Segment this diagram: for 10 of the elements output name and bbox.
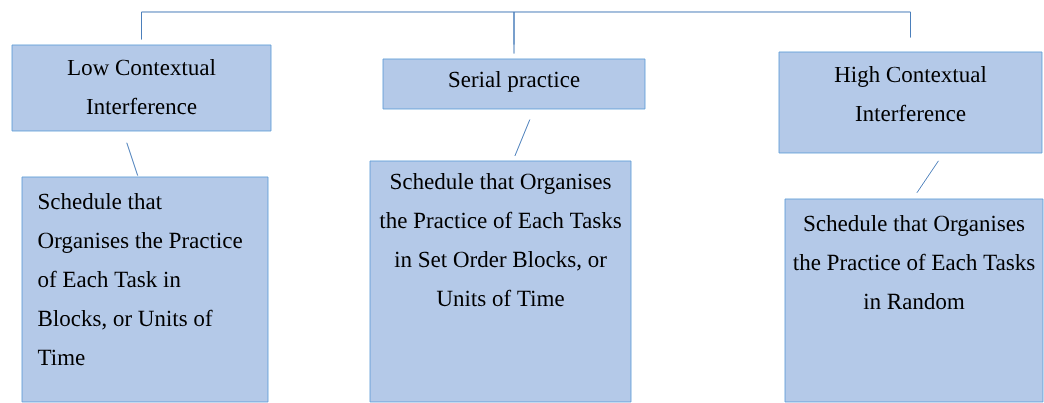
text-box: Low Contextual Interference — [11, 44, 272, 132]
text-box: Schedule that Organises the Practice of Each Tasks in Set Order Blocks, or Units of Time — [369, 160, 632, 403]
text-box: Schedule that Organises the Practice of Each Tasks in Random — [784, 198, 1044, 403]
text-box: High Contextual Interference — [778, 51, 1043, 154]
connector-line — [514, 119, 531, 157]
text-box: Serial practice — [382, 58, 646, 110]
connector-line — [126, 142, 139, 177]
connector-line — [513, 11, 911, 55]
connector-line — [916, 160, 939, 194]
text-box: Schedule that Organises the Practice of Each Task in Blocks, or Units of Time — [21, 176, 269, 403]
